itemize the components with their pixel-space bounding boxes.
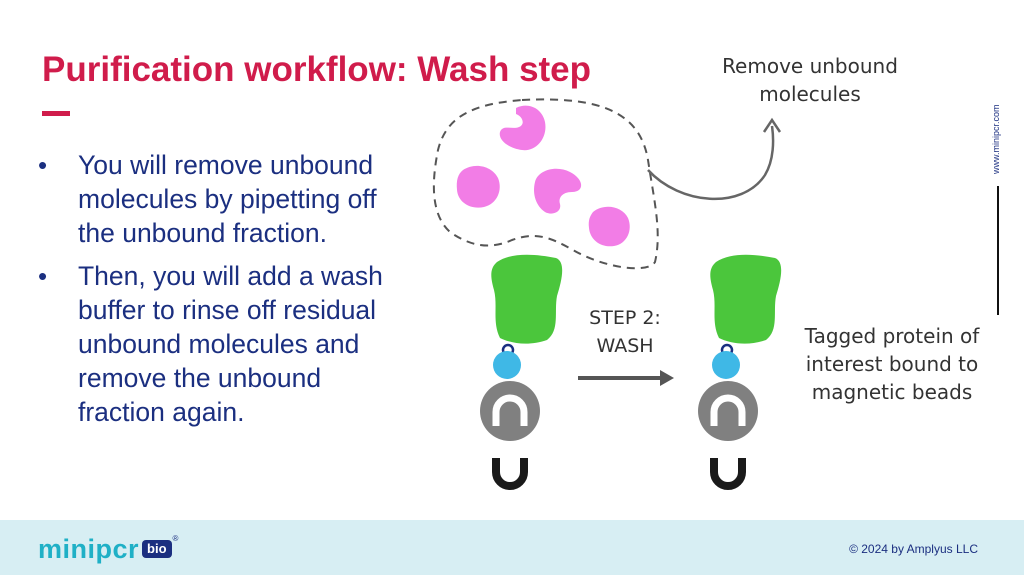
footer-bar: minipcr bio ® © 2024 by Amplyus LLC: [0, 520, 1024, 575]
label-line: Remove unbound: [722, 54, 898, 78]
copyright-text: © 2024 by Amplyus LLC: [849, 542, 978, 556]
bead-assembly-before: [480, 254, 563, 490]
label-line: molecules: [759, 82, 861, 106]
minipcr-logo: minipcr bio ®: [38, 534, 178, 564]
label-line: STEP 2:: [589, 307, 661, 329]
protein-blob: [710, 254, 782, 344]
slide-title: Purification workflow: Wash step: [42, 50, 592, 89]
magnetic-bead: [698, 381, 758, 441]
wash-step-diagram: [432, 98, 782, 490]
magnet-icon: [492, 458, 528, 490]
bullet-item: • Then, you will add a wash buffer to ri…: [38, 259, 388, 429]
logo-badge: bio: [142, 540, 172, 558]
label-line: WASH: [596, 335, 654, 357]
website-url: www.minipcr.com: [991, 104, 1001, 174]
bullet-dot: •: [38, 150, 48, 180]
logo-registered-mark: ®: [172, 534, 179, 543]
bullet-item: • You will remove unbound molecules by p…: [38, 148, 388, 250]
step-label: STEP 2: WASH: [570, 304, 680, 360]
bullet-dot: •: [38, 261, 48, 291]
label-line: magnetic beads: [811, 380, 973, 404]
bullet-list: • You will remove unbound molecules by p…: [38, 148, 388, 438]
unbound-molecule: [456, 165, 500, 208]
unbound-molecule: [588, 206, 630, 247]
bullet-text: Then, you will add a wash buffer to rins…: [78, 261, 383, 427]
tag-circle: [712, 351, 740, 379]
bead-magnet-symbol: [492, 394, 528, 426]
label-line: Tagged protein of: [804, 324, 980, 348]
right-arrow-icon: [578, 370, 674, 386]
curved-arrow-icon: [647, 117, 782, 201]
title-underline: [42, 111, 70, 116]
label-line: interest bound to: [805, 352, 979, 376]
bead-magnet-symbol: [710, 394, 746, 426]
magnet-icon: [710, 458, 746, 490]
bead-assembly-after: [698, 254, 782, 490]
remove-unbound-label: Remove unbound molecules: [690, 52, 930, 108]
unbound-molecule: [534, 168, 582, 214]
tagged-protein-label: Tagged protein of interest bound to magn…: [784, 322, 1000, 406]
logo-text: minipcr: [38, 534, 140, 564]
tag-circle: [493, 351, 521, 379]
protein-blob: [491, 254, 563, 344]
magnetic-bead: [480, 381, 540, 441]
side-divider-line: [997, 186, 999, 315]
unbound-molecule: [499, 105, 546, 151]
bullet-text: You will remove unbound molecules by pip…: [78, 150, 377, 248]
unbound-molecules: [456, 105, 630, 247]
